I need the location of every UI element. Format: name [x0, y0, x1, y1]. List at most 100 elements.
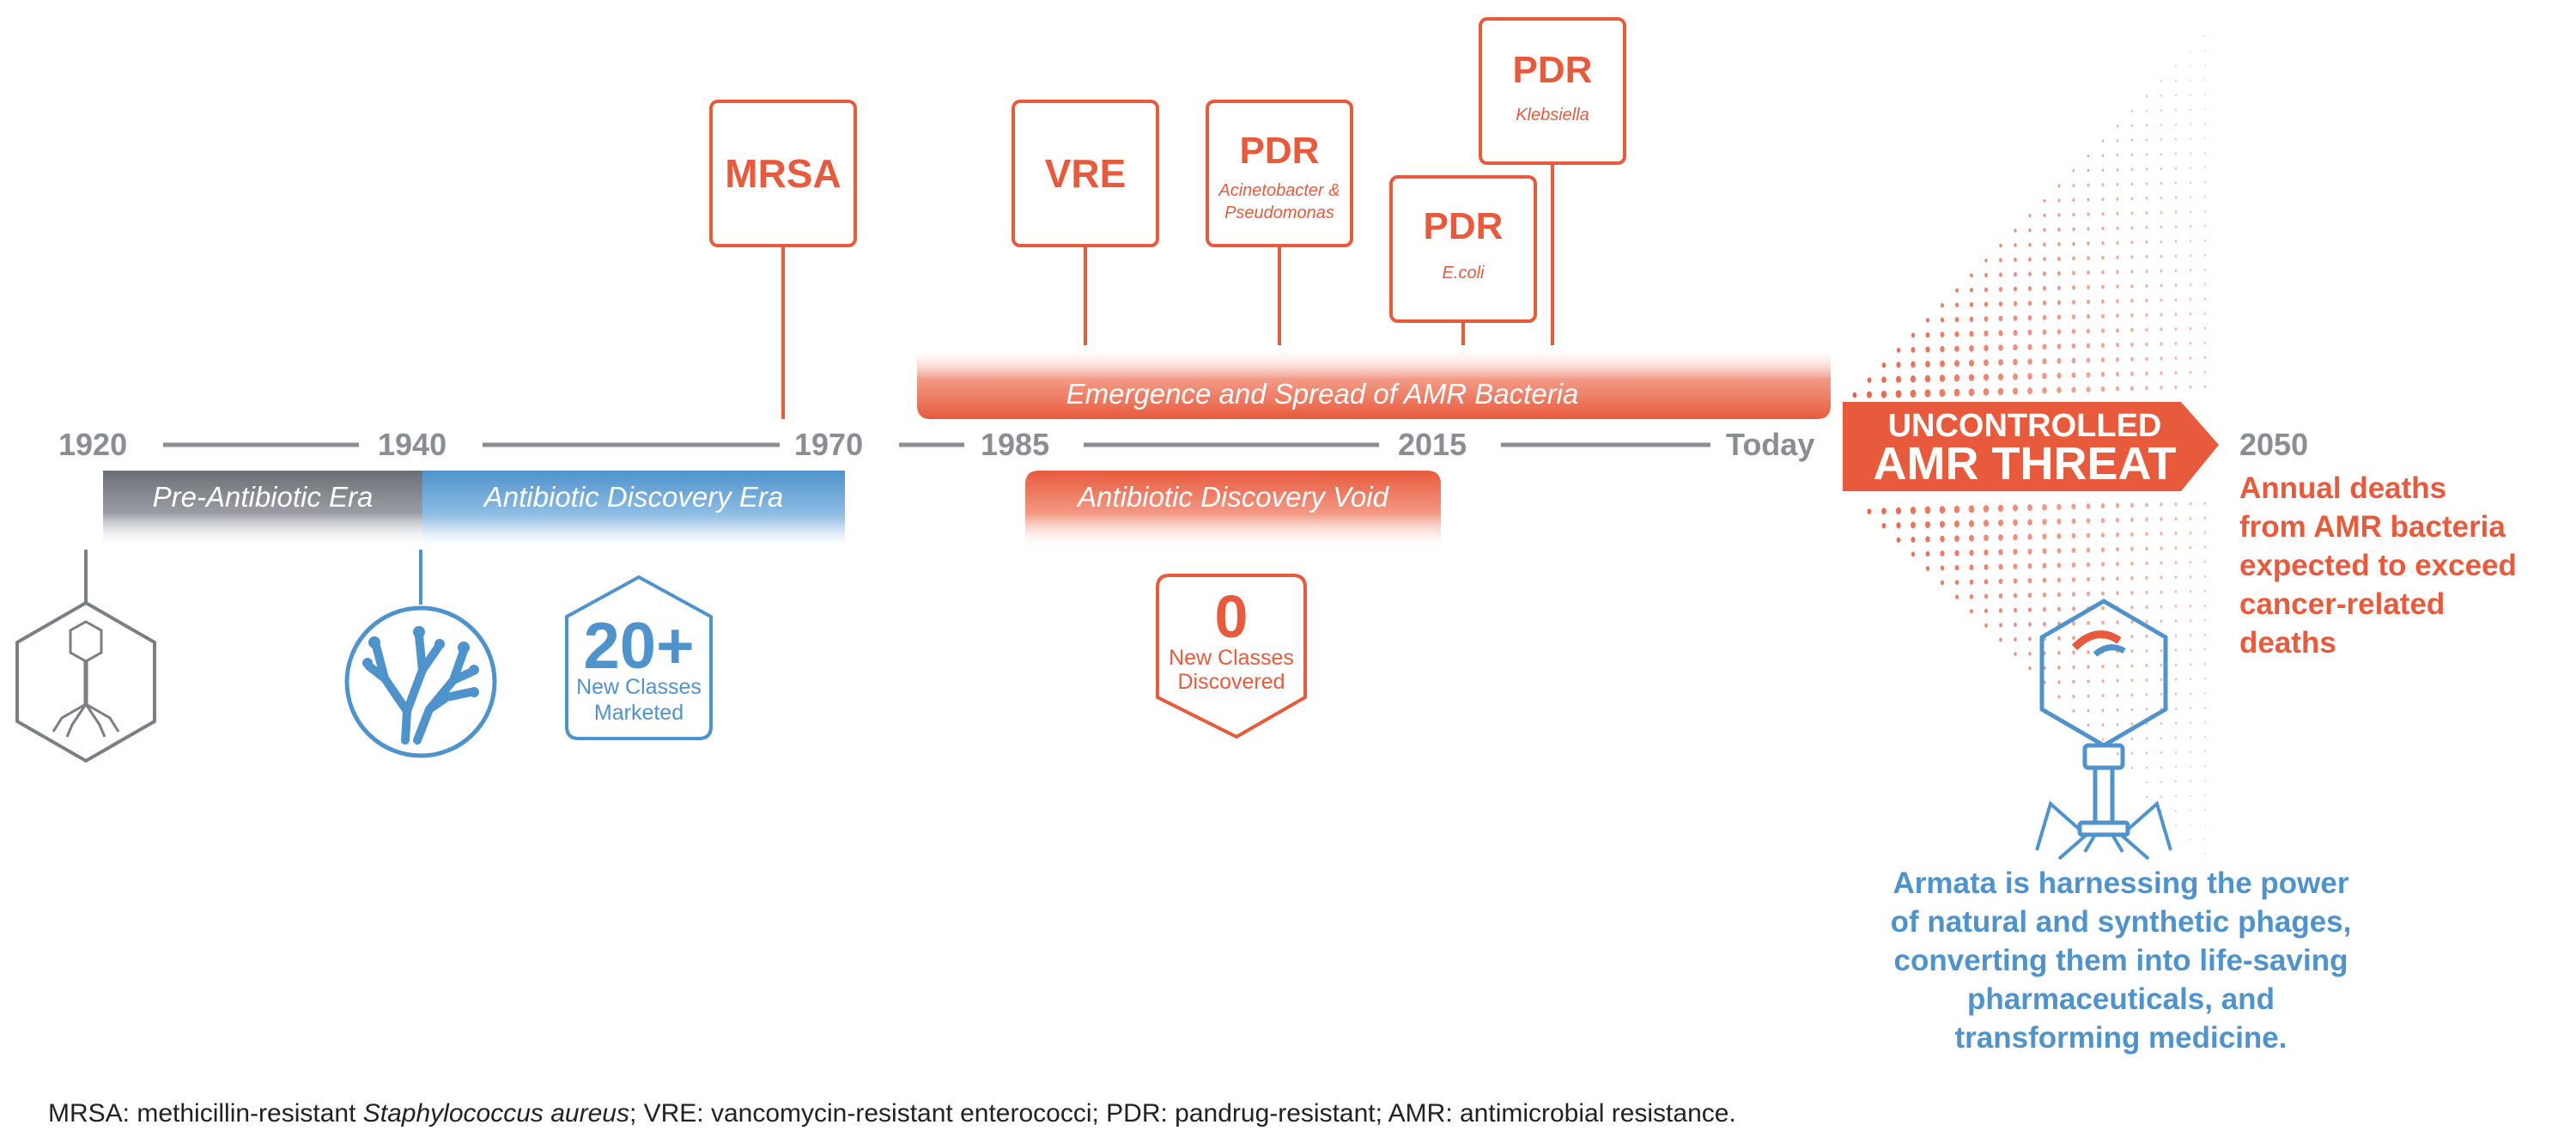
halftone-dot	[2175, 108, 2177, 112]
year-label-1970: 1970	[794, 427, 863, 462]
halftone-dot	[2130, 226, 2134, 230]
halftone-dot	[2190, 809, 2191, 812]
halftone-dot	[2174, 370, 2178, 375]
zero-classes-number: 0	[1215, 583, 1249, 650]
halftone-dot	[2145, 532, 2148, 537]
halftone-dot	[1940, 317, 1945, 323]
halftone-dot	[2072, 198, 2075, 202]
halftone-dot	[2071, 372, 2076, 379]
halftone-dot	[2189, 516, 2192, 520]
forecast-line: expected to exceed	[2239, 549, 2517, 582]
halftone-dot	[2116, 620, 2119, 624]
halftone-dot	[2071, 518, 2076, 525]
halftone-dot	[1969, 345, 1974, 352]
halftone-dot	[2071, 592, 2076, 597]
halftone-dot	[1984, 344, 1989, 352]
halftone-dot	[1969, 550, 1974, 556]
zero-classes-line1: New Classes	[1169, 646, 1294, 670]
halftone-dot	[2145, 124, 2148, 127]
halftone-dot	[1969, 288, 1974, 293]
halftone-dot	[1984, 258, 1988, 263]
halftone-dot	[2145, 605, 2148, 610]
halftone-dot	[2174, 575, 2178, 580]
halftone-dot	[2204, 195, 2206, 198]
halftone-dot	[2204, 123, 2206, 125]
halftone-dot	[2189, 634, 2192, 637]
halftone-dot	[1910, 375, 1917, 383]
halftone-dot	[2057, 271, 2061, 276]
halftone-dot	[1998, 330, 2003, 337]
halftone-dot	[2130, 693, 2134, 697]
halftone-dot	[2101, 154, 2105, 157]
halftone-dot	[1970, 273, 1973, 278]
halftone-dot	[1984, 359, 1989, 367]
halftone-dot	[2189, 196, 2192, 199]
halftone-dot	[2042, 329, 2047, 335]
halftone-dot	[2160, 678, 2163, 682]
halftone-dot	[2160, 517, 2163, 521]
halftone-dot	[2160, 153, 2163, 155]
halftone-dot	[2072, 679, 2075, 684]
halftone-dot	[2086, 372, 2091, 378]
year-label-today: Today	[1726, 427, 1814, 462]
halftone-dot	[2086, 576, 2091, 582]
halftone-dot	[2087, 227, 2090, 231]
halftone-dot	[1954, 302, 1959, 308]
halftone-dot	[2043, 242, 2046, 247]
halftone-dot	[2130, 182, 2134, 186]
halftone-dot	[2203, 677, 2207, 680]
pdr-acinetobacter-line1: Acinetobacter &	[1218, 181, 1340, 200]
halftone-dot	[1925, 331, 1930, 338]
halftone-dot	[2130, 298, 2134, 303]
halftone-dot	[2189, 678, 2192, 681]
halftone-dot	[2160, 751, 2163, 754]
halftone-dot	[2013, 344, 2018, 351]
halftone-dot	[2086, 547, 2091, 553]
halftone-dot	[2129, 386, 2135, 392]
halftone-dot	[2027, 314, 2032, 321]
halftone-dot	[2130, 167, 2134, 171]
halftone-dot	[2101, 605, 2105, 611]
halftone-dot	[2100, 503, 2105, 509]
year-label-1920: 1920	[58, 427, 127, 462]
halftone-dot	[1910, 389, 1917, 398]
halftone-dot	[2189, 356, 2192, 360]
halftone-dot	[2057, 695, 2061, 699]
halftone-dot	[2174, 605, 2178, 608]
halftone-dot	[2174, 210, 2178, 214]
phage-hexagon-icon	[15, 550, 156, 763]
halftone-dot	[2203, 575, 2207, 578]
halftone-dot	[2203, 370, 2207, 374]
halftone-dot	[2204, 167, 2206, 169]
halftone-dot	[2071, 357, 2076, 364]
halftone-dot	[2189, 575, 2192, 579]
halftone-dot	[2174, 590, 2178, 593]
halftone-dot	[2130, 722, 2134, 726]
halftone-dot	[2190, 108, 2191, 111]
halftone-dot	[2190, 780, 2191, 782]
halftone-dot	[2203, 618, 2207, 622]
halftone-dot	[2100, 547, 2105, 552]
halftone-dot	[2190, 137, 2191, 140]
halftone-dot	[1940, 331, 1945, 337]
pdr-klebsiella-line1: Klebsiella	[1516, 106, 1589, 125]
halftone-dot	[2027, 344, 2032, 350]
halftone-dot-field	[1852, 35, 2207, 855]
halftone-dot	[2013, 286, 2018, 292]
halftone-dot	[2013, 271, 2018, 277]
halftone-dot	[2174, 678, 2178, 681]
resistance-labels: MRSA VRE PDR Acinetobacter & Pseudomonas…	[725, 49, 1592, 283]
halftone-dot	[2203, 648, 2207, 651]
halftone-dot	[2014, 652, 2017, 656]
halftone-dot	[2204, 137, 2206, 140]
halftone-dot	[2042, 548, 2047, 555]
halftone-dot	[2013, 607, 2018, 613]
halftone-dot	[2160, 795, 2162, 798]
halftone-dot	[2145, 371, 2148, 376]
halftone-dot	[2042, 358, 2047, 365]
halftone-dot	[2160, 356, 2163, 361]
halftone-dot	[2072, 241, 2075, 246]
halftone-dot	[1984, 330, 1989, 337]
halftone-dot	[1911, 332, 1916, 338]
halftone-dot	[1954, 564, 1959, 571]
